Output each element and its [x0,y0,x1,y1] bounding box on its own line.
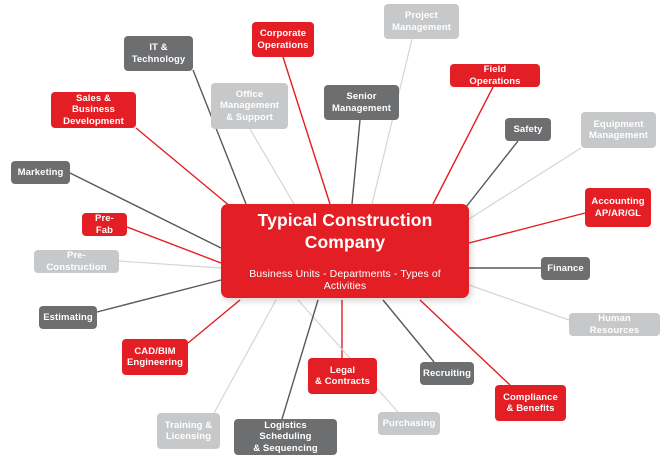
spoke-line [187,299,241,344]
spoke-line [351,119,361,205]
spoke-line [432,86,494,205]
spoke-line [118,260,222,269]
spoke-line [297,299,399,413]
diagram-node[interactable]: Finance [541,257,590,280]
diagram-node[interactable]: Accounting AP/AR/GL [585,188,651,227]
spoke-line [192,69,247,205]
diagram-node[interactable]: Training & Licensing [157,413,220,449]
diagram-node[interactable]: Estimating [39,306,97,329]
diagram-node[interactable]: Pre-Fab [82,213,127,236]
spoke-line [213,299,277,414]
spoke-line [465,140,519,208]
spoke-line [281,299,319,420]
diagram-node[interactable]: Legal & Contracts [308,358,377,394]
spoke-line [249,128,295,205]
spoke-line [371,38,413,205]
spoke-line [468,147,582,220]
diagram-node[interactable]: Safety [505,118,551,141]
spoke-line [468,284,570,321]
diagram-node[interactable]: Recruiting [420,362,474,385]
spoke-line [282,56,331,205]
spoke-line [382,299,435,363]
diagram-node[interactable]: Equipment Management [581,112,656,148]
diagram-node[interactable]: Logistics Scheduling & Sequencing [234,419,337,455]
diagram-node[interactable]: Corporate Operations [252,22,314,57]
diagram-node[interactable]: Pre-Construction [34,250,119,273]
spoke-line [468,212,586,244]
diagram-node[interactable]: Office Management & Support [211,83,288,129]
spoke-line [135,127,232,208]
diagram-node[interactable]: CAD/BIM Engineering [122,339,188,375]
diagram-node[interactable]: IT & Technology [124,36,193,71]
diagram-node[interactable]: Project Management [384,4,459,39]
diagram-node[interactable]: Purchasing [378,412,440,435]
center-hub-node: Typical Construction Company Business Un… [221,204,469,298]
diagram-node[interactable]: Compliance & Benefits [495,385,566,421]
diagram-node[interactable]: Human Resources [569,313,660,336]
spoke-line [69,172,222,249]
spoke-line [126,226,222,264]
diagram-node[interactable]: Field Operations [450,64,540,87]
diagram-node[interactable]: Senior Management [324,85,399,120]
center-hub-title: Typical Construction Company [257,210,433,252]
diagram-node[interactable]: Marketing [11,161,70,184]
spoke-line [419,299,511,386]
diagram-node[interactable]: Sales & Business Development [51,92,136,128]
center-hub-subtitle: Business Units - Departments - Types of … [249,267,441,292]
spoke-line [96,279,222,313]
